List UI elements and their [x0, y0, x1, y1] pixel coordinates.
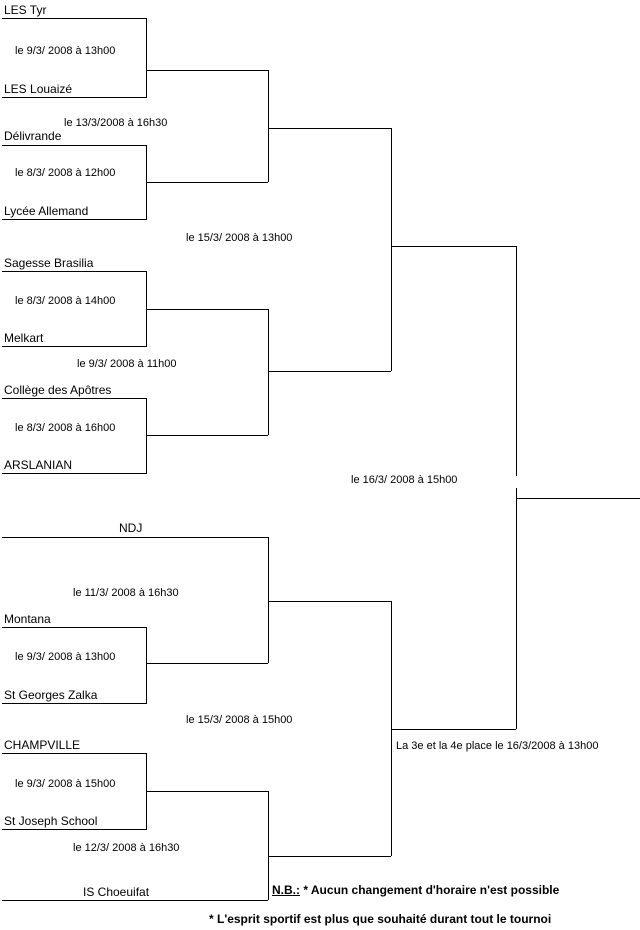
match-date-m6: le 9/3/ 2008 à 15h00 [15, 778, 116, 790]
bracket-line-m1 [2, 18, 268, 98]
match-date-m2: le 8/3/ 2008 à 12h00 [15, 167, 116, 179]
team-les-tyr: LES Tyr [4, 3, 47, 17]
bracket-line-sf2 [391, 601, 516, 856]
team-arslanian: ARSLANIAN [4, 458, 73, 472]
match-date-sf1: le 15/3/ 2008 à 13h00 [186, 232, 293, 244]
bracket-line-q1 [268, 70, 391, 182]
team-melkart: Melkart [4, 331, 44, 345]
bracket-line-q3 [268, 537, 391, 663]
match-date-final: le 16/3/ 2008 à 15h00 [351, 474, 458, 486]
note-1-text: * Aucun changement d'horaire n'est possi… [300, 883, 560, 897]
match-date-sf2: le 15/3/ 2008 à 15h00 [186, 714, 293, 726]
team-lycee-allemand: Lycée Allemand [4, 204, 89, 218]
match-date-q2: le 9/3/ 2008 à 11h00 [77, 358, 177, 370]
team-ndj: NDJ [119, 521, 143, 535]
match-date-q3: le 11/3/ 2008 à 16h30 [73, 587, 179, 599]
bracket-line-m4 [2, 398, 268, 474]
team-is-choueifat: IS Choeuifat [83, 885, 150, 899]
match-date-q1: le 13/3/2008 à 16h30 [64, 117, 168, 129]
team-sagesse-brasilia: Sagesse Brasilia [4, 256, 94, 270]
third-place-match: La 3e et la 4e place le 16/3/2008 à 13h0… [396, 740, 599, 752]
bracket-line-m3 [2, 271, 268, 347]
team-st-georges-zalka: St Georges Zalka [4, 688, 98, 702]
note-line-1: N.B.: * Aucun changement d'horaire n'est… [272, 883, 559, 897]
team-college-des-apotres: Collège des Apôtres [4, 383, 112, 397]
match-date-m5: le 9/3/ 2008 à 13h00 [15, 651, 116, 663]
bracket-line-m2 [2, 145, 268, 220]
bracket-line-q2 [268, 309, 391, 435]
team-les-louaize: LES Louaizé [4, 82, 73, 96]
note-line-2: * L'esprit sportif est plus que souhaité… [209, 912, 552, 926]
bracket-line-sf1 [391, 128, 516, 371]
bracket-line-m6 [2, 753, 268, 830]
bracket-line-q4 [268, 791, 391, 900]
team-montana: Montana [4, 612, 51, 626]
team-st-joseph-school: St Joseph School [4, 814, 98, 828]
bracket-line-m5 [2, 627, 268, 704]
bracket-line-final [516, 246, 640, 729]
match-date-m3: le 8/3/ 2008 à 14h00 [15, 295, 116, 307]
match-date-m4: le 8/3/ 2008 à 16h00 [15, 422, 116, 434]
match-date-q4: le 12/3/ 2008 à 16h30 [73, 842, 180, 854]
match-date-m1: le 9/3/ 2008 à 13h00 [15, 45, 116, 57]
nb-label: N.B.: [272, 883, 300, 897]
team-champville: CHAMPVILLE [4, 738, 81, 752]
team-delivrande: Délivrande [4, 129, 62, 143]
